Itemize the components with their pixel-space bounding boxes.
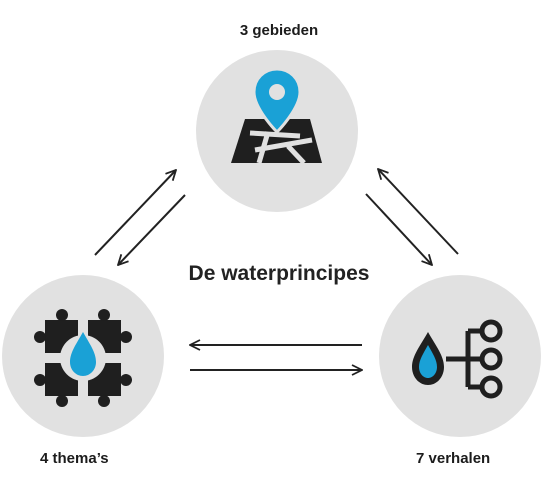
arrow-top-to-right bbox=[365, 193, 432, 265]
diagram-title: De waterprincipes bbox=[188, 262, 370, 285]
arrow-left-to-top bbox=[94, 170, 176, 256]
top-node-label: 3 gebieden bbox=[239, 22, 319, 39]
right-node-circle bbox=[379, 275, 541, 437]
map-location-icon bbox=[231, 67, 322, 165]
waterdrop-branches-icon bbox=[412, 319, 503, 399]
puzzle-waterdrop-icon bbox=[34, 309, 132, 407]
left-node-label: 4 thema’s bbox=[40, 450, 109, 467]
arrow-right-to-top bbox=[378, 169, 459, 255]
arrow-top-to-left bbox=[118, 194, 186, 265]
right-node-label: 7 verhalen bbox=[416, 450, 491, 467]
